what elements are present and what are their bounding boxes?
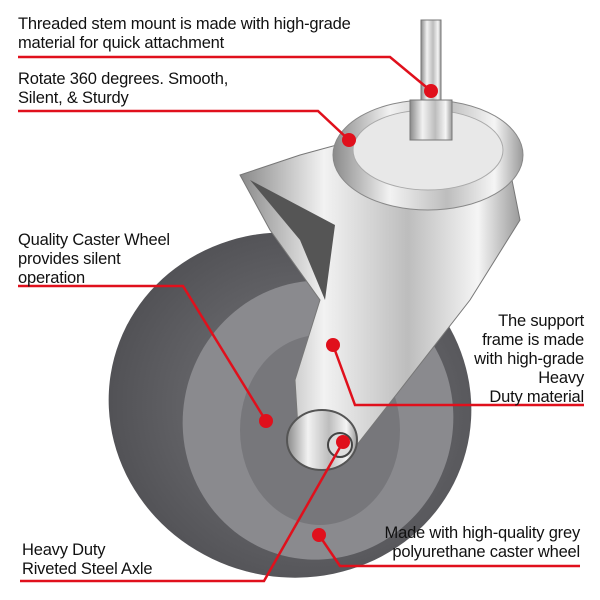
- leader-line-stem: [18, 55, 432, 92]
- leader-line-polyurethane: [317, 534, 580, 568]
- marker-dot: [424, 84, 438, 98]
- marker-dot: [259, 414, 273, 428]
- leader-line-axle: [20, 441, 345, 583]
- callout-wheel: Quality Caster Wheel provides silent ope…: [18, 231, 170, 287]
- callout-frame: The support frame is made with high-grad…: [474, 312, 584, 406]
- callout-axle: Heavy Duty Riveted Steel Axle: [22, 541, 153, 578]
- marker-dot: [326, 338, 340, 352]
- marker-dot: [342, 133, 356, 147]
- leader-line-frame: [331, 344, 584, 407]
- callout-rotate: Rotate 360 degrees. Smooth, Silent, & St…: [18, 70, 229, 107]
- callout-polyurethane: Made with high-quality grey polyurethane…: [384, 524, 581, 561]
- leader-line-rotate: [18, 109, 350, 141]
- marker-dot: [312, 528, 326, 542]
- marker-dot: [336, 435, 350, 449]
- leader-line-wheel: [18, 284, 268, 422]
- callout-stem: Threaded stem mount is made with high-gr…: [18, 15, 351, 52]
- hex-nut: [409, 99, 453, 141]
